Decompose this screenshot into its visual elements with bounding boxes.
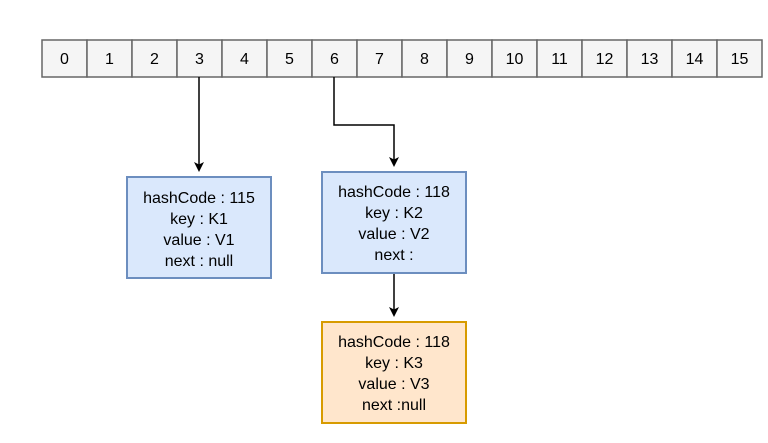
bucket-cell-2: 2 <box>131 39 178 78</box>
bucket-cell-box <box>716 39 763 78</box>
bucket-cell-9: 9 <box>446 39 493 78</box>
node-k1-key: key : K1 <box>170 211 228 228</box>
bucket-index-label: 13 <box>641 51 659 68</box>
bucket-cell-0: 0 <box>41 39 88 78</box>
node-k1-value: value : V1 <box>163 232 234 249</box>
node-k3-value: value : V3 <box>358 376 429 393</box>
node-k3: hashCode : 118 key : K3 value : V3 next … <box>321 321 467 424</box>
bucket-cell-box <box>221 39 268 78</box>
bucket-index-label: 11 <box>551 51 568 68</box>
edge-bucket-6-to-node-k2 <box>333 77 399 167</box>
node-k2-box <box>321 171 467 274</box>
bucket-index-label: 5 <box>285 51 294 68</box>
bucket-index-label: 6 <box>330 51 339 68</box>
node-k1-hashcode: hashCode : 115 <box>143 190 255 207</box>
bucket-cell-box <box>446 39 493 78</box>
bucket-index-label: 10 <box>506 51 524 68</box>
bucket-cell-box <box>86 39 133 78</box>
bucket-cell-box <box>41 39 88 78</box>
bucket-cell-7: 7 <box>356 39 403 78</box>
bucket-cell-13: 13 <box>626 39 673 78</box>
node-k3-hashcode: hashCode : 118 <box>338 334 450 351</box>
bucket-cell-12: 12 <box>581 39 628 78</box>
bucket-cell-8: 8 <box>401 39 448 78</box>
bucket-index-label: 9 <box>465 51 474 68</box>
bucket-index-label: 7 <box>375 51 384 68</box>
bucket-cell-box <box>266 39 313 78</box>
node-k2: hashCode : 118 key : K2 value : V2 next … <box>321 171 467 274</box>
node-k1: hashCode : 115 key : K1 value : V1 next … <box>126 176 272 279</box>
bucket-cell-11: 11 <box>536 39 583 78</box>
node-k3-next: next :null <box>362 397 426 414</box>
bucket-index-label: 4 <box>240 51 249 68</box>
bucket-cell-box <box>581 39 628 78</box>
bucket-index-label: 2 <box>150 51 159 68</box>
node-k2-next: next : <box>374 247 413 264</box>
bucket-index-label: 14 <box>686 51 704 68</box>
bucket-cell-3: 3 <box>176 39 223 78</box>
bucket-cell-4: 4 <box>221 39 268 78</box>
bucket-cell-box <box>356 39 403 78</box>
node-k3-box <box>321 321 467 424</box>
bucket-index-label: 12 <box>596 51 614 68</box>
bucket-cell-box <box>626 39 673 78</box>
bucket-index-label: 0 <box>60 51 69 68</box>
bucket-index-label: 1 <box>105 51 114 68</box>
bucket-cell-box <box>536 39 583 78</box>
node-k1-box <box>126 176 272 279</box>
bucket-cell-box <box>131 39 178 78</box>
bucket-cell-5: 5 <box>266 39 313 78</box>
node-k1-next: next : null <box>165 253 233 270</box>
bucket-cell-6: 6 <box>311 39 358 78</box>
bucket-index-label: 8 <box>420 51 429 68</box>
node-k3-key: key : K3 <box>365 355 423 372</box>
bucket-cell-1: 1 <box>86 39 133 78</box>
bucket-index-label: 15 <box>731 51 749 68</box>
bucket-cell-box <box>401 39 448 78</box>
bucket-index-label: 3 <box>195 51 204 68</box>
bucket-cell-15: 15 <box>716 39 763 78</box>
bucket-cell-10: 10 <box>491 39 538 78</box>
edges <box>194 77 399 317</box>
node-k2-hashcode: hashCode : 118 <box>338 184 450 201</box>
bucket-cell-14: 14 <box>671 39 718 78</box>
node-k2-key: key : K2 <box>365 205 423 222</box>
node-k2-value: value : V2 <box>358 226 429 243</box>
